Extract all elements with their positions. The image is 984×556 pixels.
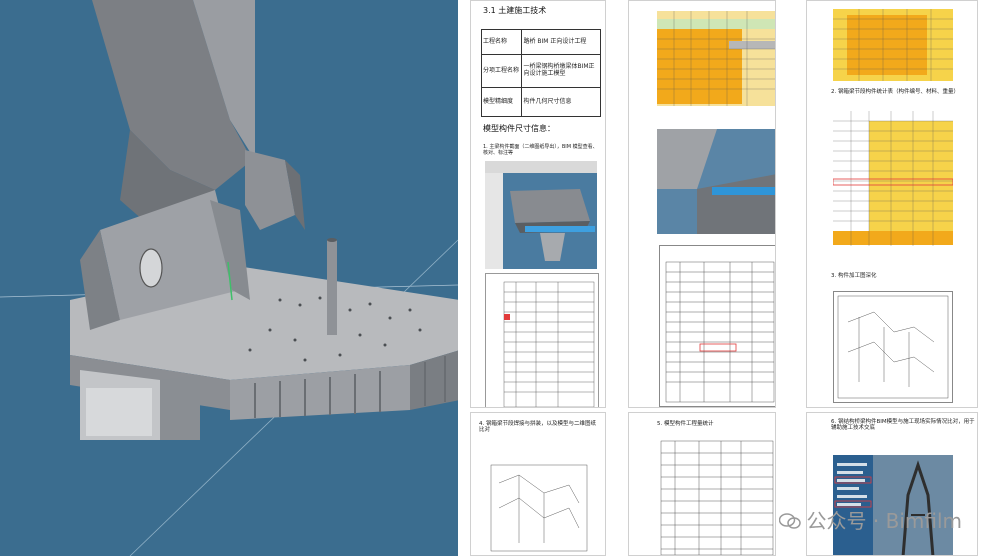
doc-page-4[interactable]: 4. 钢箱梁节段焊接与拼装，以及模型与二维图纸比对 — [470, 412, 606, 556]
info-label: 模型精细度 — [480, 87, 523, 117]
watermark: 公众号 · Bimfilm — [778, 505, 962, 534]
page6-title: 6. 钢结构桥梁构件BIM模型与施工现场实际情况比对，用于辅助施工技术交底 — [831, 419, 975, 432]
section-title: 模型构件尺寸信息： — [483, 124, 555, 133]
embedded-render — [657, 129, 775, 234]
watermark-text: 公众号 · Bimfilm — [806, 509, 962, 533]
shop-drawing — [833, 291, 953, 403]
info-value: 一桥梁钢构桥墩梁体BIM正向设计施工模型 — [521, 54, 601, 88]
doc-page-3[interactable]: 2. 钢箱梁节段构件统计表（构件编号、材料、重量） 3. 构件加工图深化 — [806, 0, 978, 408]
section-note: 2. 钢箱梁节段构件统计表（构件编号、材料、重量） — [831, 89, 959, 95]
schedule-table — [657, 11, 775, 106]
quantity-table — [660, 440, 774, 555]
info-value: 路桥 BIM 正向设计工程 — [521, 29, 601, 55]
doc-page-5[interactable]: 5. 模型构件工程量统计 — [628, 412, 776, 556]
model-viewport[interactable] — [0, 0, 458, 556]
parts-table — [833, 9, 953, 81]
component-table — [833, 111, 953, 246]
page4-title: 4. 钢箱梁节段焊接与拼装，以及模型与二维图纸比对 — [479, 421, 596, 434]
embedded-table-drawing — [659, 245, 775, 407]
info-value: 构件几何尺寸信息 — [521, 87, 601, 117]
doc-page-2[interactable] — [628, 0, 776, 408]
section3-title: 3. 构件加工图深化 — [831, 273, 877, 279]
divider — [458, 0, 464, 556]
info-table: 工程名称路桥 BIM 正向设计工程 分项工程名称一桥梁钢构桥墩梁体BIM正向设计… — [480, 29, 601, 117]
wechat-icon — [778, 511, 801, 529]
embedded-screenshot — [485, 161, 597, 269]
steel-structure-model — [0, 0, 458, 556]
site-comparison-screenshot — [833, 455, 953, 555]
doc-header: 3.1 土建施工技术 — [483, 6, 547, 15]
subsection-text: 1. 主梁构件截面（二维图纸导出），BIM 模型查看、核对、标注等 — [483, 144, 598, 156]
page5-title: 5. 模型构件工程量统计 — [657, 421, 714, 427]
info-label: 工程名称 — [480, 29, 523, 55]
embedded-drawing — [485, 273, 599, 407]
assembly-sketch — [490, 464, 588, 552]
doc-page-1[interactable]: 3.1 土建施工技术 工程名称路桥 BIM 正向设计工程 分项工程名称一桥梁钢构… — [470, 0, 606, 408]
info-label: 分项工程名称 — [480, 54, 523, 88]
doc-page-6[interactable]: 6. 钢结构桥梁构件BIM模型与施工现场实际情况比对，用于辅助施工技术交底 — [806, 412, 978, 556]
